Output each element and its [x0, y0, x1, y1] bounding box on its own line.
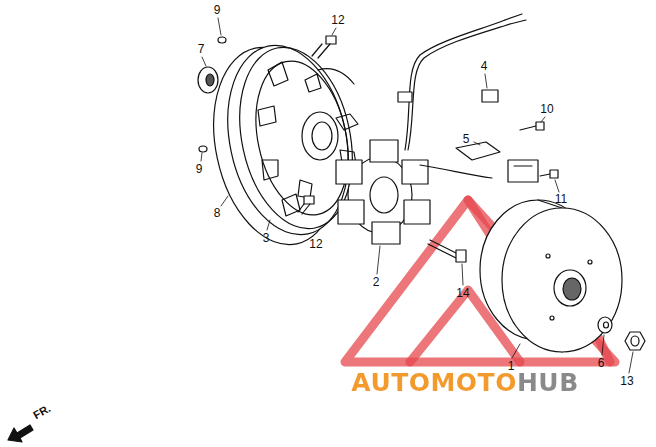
callout-number: 5: [463, 133, 470, 145]
callout-number: 13: [620, 375, 633, 387]
nut: [625, 332, 645, 350]
callout-number: 10: [540, 103, 553, 115]
washer: [199, 146, 207, 152]
callout-number: 12: [309, 238, 322, 250]
stator-cover: [211, 34, 368, 246]
bolt: [428, 240, 466, 262]
washer: [598, 317, 612, 333]
callout-number: 7: [198, 43, 205, 55]
bolt: [540, 170, 558, 178]
pulser-coil: [456, 142, 538, 182]
bolt: [298, 196, 314, 214]
oil-seal: [198, 67, 218, 93]
callout-number: 6: [598, 357, 605, 369]
watermark: AUTOMOTOHUB: [351, 370, 578, 395]
stator: [336, 140, 430, 244]
front-arrow: [8, 425, 33, 442]
callout-number: 8: [214, 207, 221, 219]
callout-number: 4: [481, 60, 488, 72]
washer: [218, 37, 226, 43]
callout-number: 14: [456, 287, 469, 299]
callout-number: 3: [263, 232, 270, 244]
callout-number: 9: [196, 163, 203, 175]
wire-harness: [398, 14, 526, 178]
flywheel: [480, 200, 622, 352]
direction-label: FR.: [32, 403, 53, 421]
bolt: [520, 122, 544, 130]
callout-number: 11: [555, 193, 567, 205]
callout-number: 2: [373, 276, 380, 288]
leader-lines: [201, 18, 633, 373]
wire-clamp: [482, 90, 498, 102]
callout-number: 12: [331, 14, 344, 26]
callout-number: 9: [214, 4, 221, 16]
bolt: [312, 36, 336, 58]
